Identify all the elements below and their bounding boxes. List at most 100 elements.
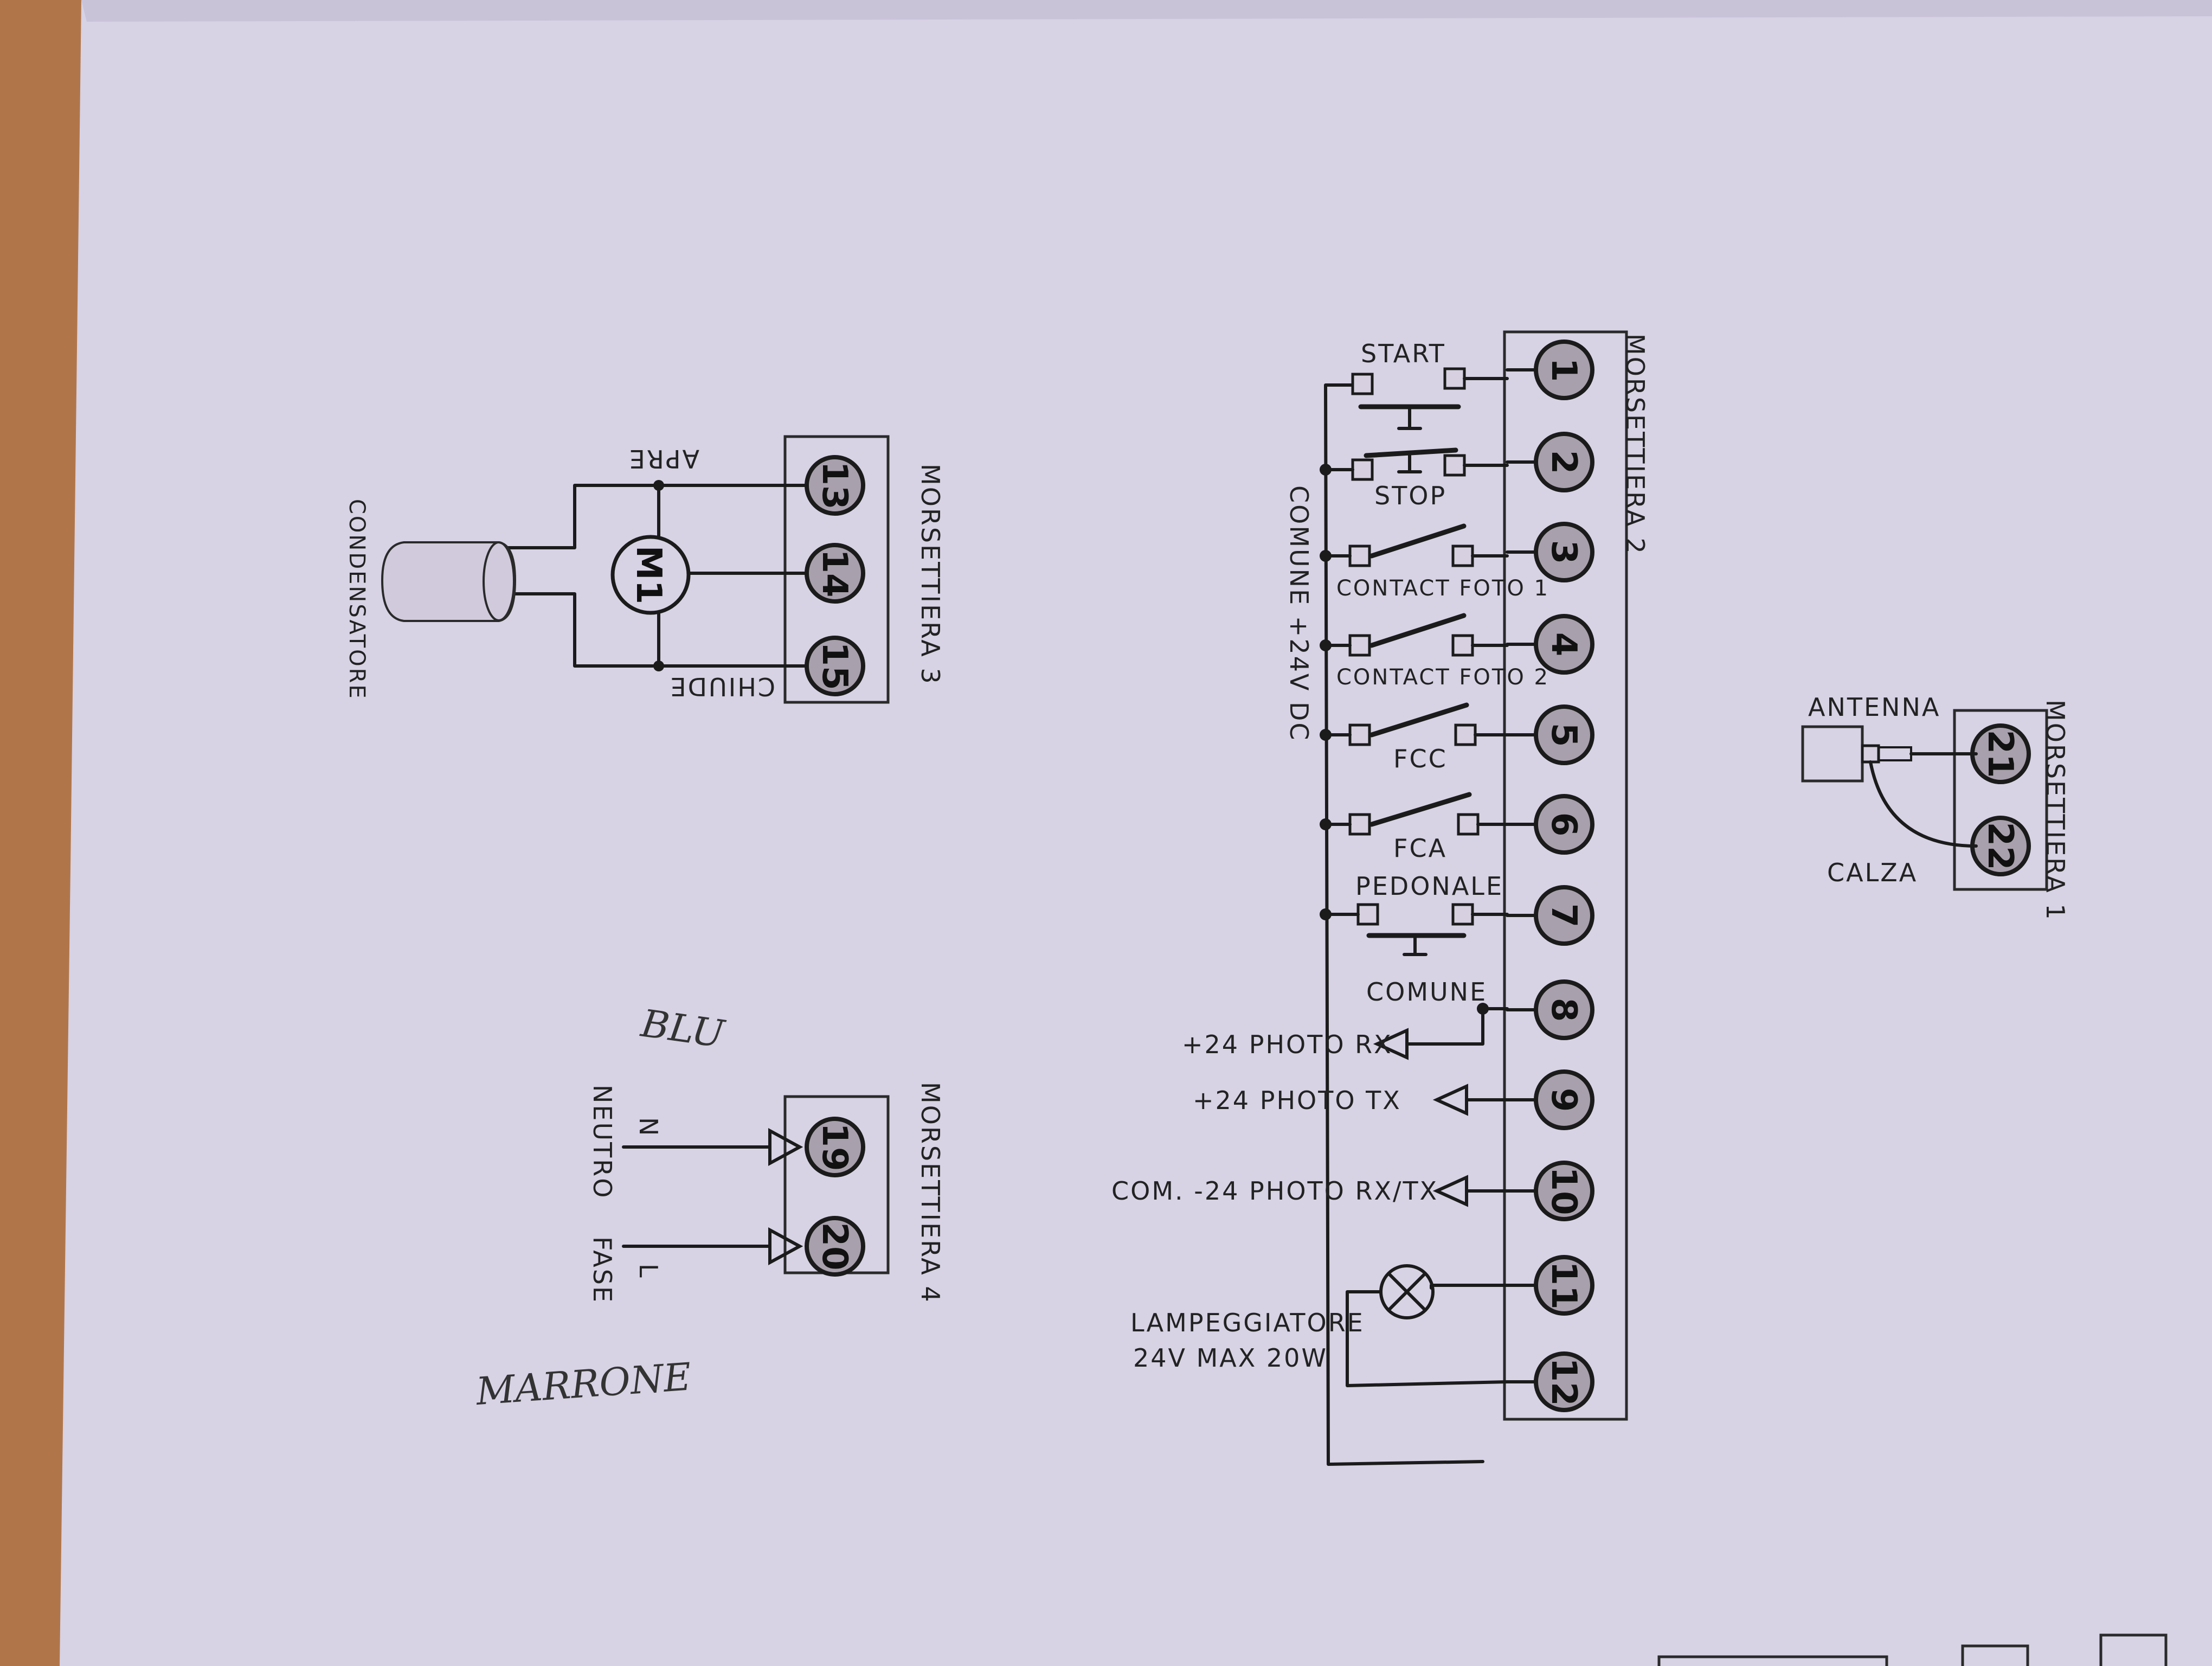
photo-rx-label: +24 PHOTO RX bbox=[1182, 1030, 1393, 1059]
l-label: L bbox=[634, 1264, 663, 1279]
paper-top-edge bbox=[81, 0, 2212, 22]
terminal-block-3-terminals: 13 14 15 bbox=[805, 455, 865, 696]
terminal-circle bbox=[1534, 1255, 1594, 1316]
table-edge-fragments bbox=[1657, 1633, 2168, 1666]
pedonale-label: PEDONALE bbox=[1355, 872, 1503, 901]
terminal-circle bbox=[1534, 794, 1594, 855]
bus-junction-dots bbox=[1320, 464, 1489, 1015]
morsettiera-4-title: MORSETTIERA 4 bbox=[916, 1082, 945, 1304]
antenna-connector bbox=[1861, 744, 1880, 764]
condensatore-cap bbox=[483, 541, 515, 621]
contact-blade bbox=[1369, 792, 1472, 827]
comune-label: COMUNE bbox=[1366, 977, 1487, 1007]
terminal-block-3-frame bbox=[783, 435, 890, 704]
terminal-circle bbox=[1534, 432, 1594, 492]
terminal-number: 2 bbox=[1544, 450, 1584, 475]
lamp-cross-b bbox=[1387, 1272, 1426, 1311]
paper-sheet bbox=[60, 0, 2212, 1666]
capacitor-wire-a bbox=[497, 484, 660, 549]
fase-label: FASE bbox=[588, 1236, 617, 1304]
morsettiera-2-title: MORSETTIERA 2 bbox=[1621, 334, 1650, 555]
comune-24v-label: COMUNE +24V DC bbox=[1284, 485, 1314, 742]
terminal-number: 14 bbox=[814, 549, 854, 597]
photo-com-arrow bbox=[1432, 1175, 1468, 1207]
photo-com-label: COM. -24 PHOTO RX/TX bbox=[1111, 1176, 1438, 1206]
lamp-wire-b bbox=[1346, 1290, 1509, 1387]
terminal-number: 7 bbox=[1544, 904, 1584, 928]
calza-label: CALZA bbox=[1827, 858, 1918, 887]
terminal-block-1-frame bbox=[1953, 709, 2048, 891]
terminal-circle bbox=[1534, 1351, 1594, 1412]
lampeggiatore-label: LAMPEGGIATORE bbox=[1130, 1308, 1365, 1337]
start-button-symbol bbox=[1351, 367, 1509, 430]
chiude-label: CHIUDE bbox=[669, 672, 775, 701]
terminal-number: 11 bbox=[1544, 1261, 1584, 1309]
apre-label: APRE bbox=[628, 444, 699, 473]
neutro-arrow bbox=[768, 1127, 803, 1167]
terminal-number: 19 bbox=[814, 1123, 854, 1171]
terminal-circle bbox=[1534, 885, 1594, 946]
contact-foto-2-label: CONTACT FOTO 2 bbox=[1336, 665, 1549, 690]
condensatore-symbol bbox=[381, 541, 517, 622]
switch-contacts bbox=[1324, 523, 1509, 836]
contact-blade bbox=[1369, 523, 1467, 559]
terminal-number: 21 bbox=[1980, 729, 2020, 778]
contact-terminal-left bbox=[1348, 723, 1371, 746]
capacitor-wire-b bbox=[497, 592, 660, 668]
terminal-number: 15 bbox=[814, 642, 854, 690]
stop-button-symbol bbox=[1324, 447, 1509, 481]
terminal-circle bbox=[1534, 1161, 1594, 1221]
terminal-circle bbox=[805, 1117, 865, 1177]
contact-terminal-left bbox=[1348, 813, 1371, 836]
fcc-label: FCC bbox=[1393, 744, 1448, 773]
lamp-spec-label: 24V MAX 20W bbox=[1133, 1343, 1328, 1373]
contact-terminal-left bbox=[1348, 634, 1371, 657]
contact-blade bbox=[1369, 702, 1469, 738]
terminal-circle bbox=[1534, 522, 1594, 582]
start-label: START bbox=[1361, 339, 1446, 368]
antenna-label: ANTENNA bbox=[1808, 693, 1940, 722]
terminal-circle bbox=[1534, 1069, 1594, 1130]
motor-label: M1 bbox=[628, 546, 668, 604]
contact-terminal-left bbox=[1348, 544, 1371, 567]
terminal-number: 10 bbox=[1544, 1167, 1584, 1215]
terminal-number: 9 bbox=[1544, 1088, 1584, 1112]
photo-rx-wire bbox=[1405, 1007, 1509, 1046]
terminal-number: 8 bbox=[1544, 998, 1584, 1022]
common-bus-wire bbox=[1324, 383, 1484, 1466]
terminal-number: 5 bbox=[1544, 723, 1584, 747]
photo-tx-label: +24 PHOTO TX bbox=[1193, 1086, 1401, 1115]
morsettiera-3: 13 14 15 M1 MORSETTIERA 3 APRE CHIUDE COND… bbox=[344, 435, 945, 704]
terminal-number: 13 bbox=[814, 461, 854, 509]
contact-blade bbox=[1369, 613, 1467, 648]
calza-wire bbox=[1869, 760, 1978, 848]
terminal-number: 20 bbox=[814, 1222, 854, 1270]
terminal-circle bbox=[1534, 614, 1594, 675]
motor-symbol bbox=[610, 535, 691, 615]
fca-label: FCA bbox=[1393, 834, 1447, 863]
contact-terminal-right bbox=[1451, 544, 1474, 567]
neutro-label: NEUTRO bbox=[588, 1085, 617, 1199]
terminal-number: 12 bbox=[1544, 1357, 1584, 1406]
terminal-circle bbox=[805, 1216, 865, 1277]
morsettiera-3-title: MORSETTIERA 3 bbox=[916, 464, 945, 685]
terminal-number: 4 bbox=[1544, 632, 1584, 657]
fase-arrow bbox=[768, 1227, 803, 1266]
contact-foto-1-label: CONTACT FOTO 1 bbox=[1336, 576, 1549, 601]
photo-tx-arrow bbox=[1432, 1084, 1468, 1116]
condensatore-label: CONDENSATORE bbox=[344, 499, 369, 700]
terminal-number: 1 bbox=[1544, 358, 1584, 382]
terminal-circle bbox=[1534, 339, 1594, 400]
terminal-circle bbox=[1534, 979, 1594, 1040]
terminal-number: 6 bbox=[1544, 812, 1584, 837]
n-label: N bbox=[634, 1117, 663, 1137]
terminal-circle bbox=[1534, 704, 1594, 765]
contact-terminal-right bbox=[1457, 813, 1480, 836]
contact-terminal-right bbox=[1451, 634, 1474, 657]
